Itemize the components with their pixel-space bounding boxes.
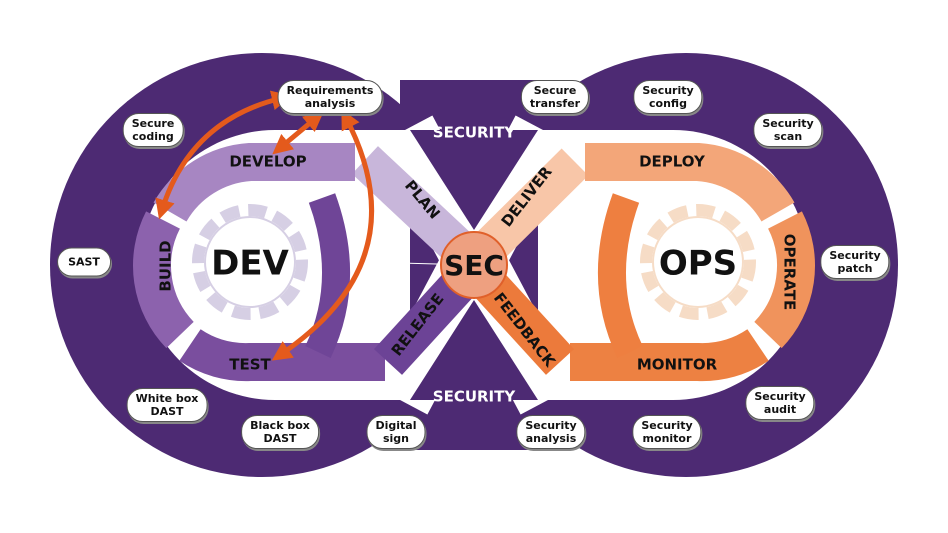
- develop-label: DEVELOP: [229, 153, 306, 171]
- ops-ring: [459, 143, 815, 382]
- monitor-label: MONITOR: [637, 356, 718, 374]
- security-label-bottom: SECURITY: [433, 388, 517, 406]
- operate-label: OPERATE: [781, 234, 799, 310]
- operate-band: [753, 211, 815, 349]
- gear-icon: [640, 204, 756, 320]
- dev-label: DEV: [211, 244, 289, 284]
- test-band: [179, 328, 385, 382]
- inner-band-ops: [597, 193, 643, 358]
- security-label-top: SECURITY: [433, 124, 517, 142]
- sec-circle: [440, 231, 508, 299]
- deploy-band: [585, 143, 795, 223]
- sec-label: SEC: [444, 249, 504, 282]
- build-band: [133, 211, 195, 349]
- deploy-label: DEPLOY: [639, 153, 706, 171]
- ops-label: OPS: [659, 244, 737, 284]
- monitor-band: [570, 328, 769, 382]
- requirement-arrows: [155, 90, 375, 361]
- build-label: BUILD: [157, 240, 175, 291]
- test-label: TEST: [229, 356, 271, 374]
- arrow-to-test: [271, 109, 375, 361]
- bottom-wedge: [410, 300, 538, 400]
- pill-sast: SAST: [57, 247, 111, 277]
- arrow-to-build: [155, 90, 292, 220]
- top-wedge: [410, 130, 538, 230]
